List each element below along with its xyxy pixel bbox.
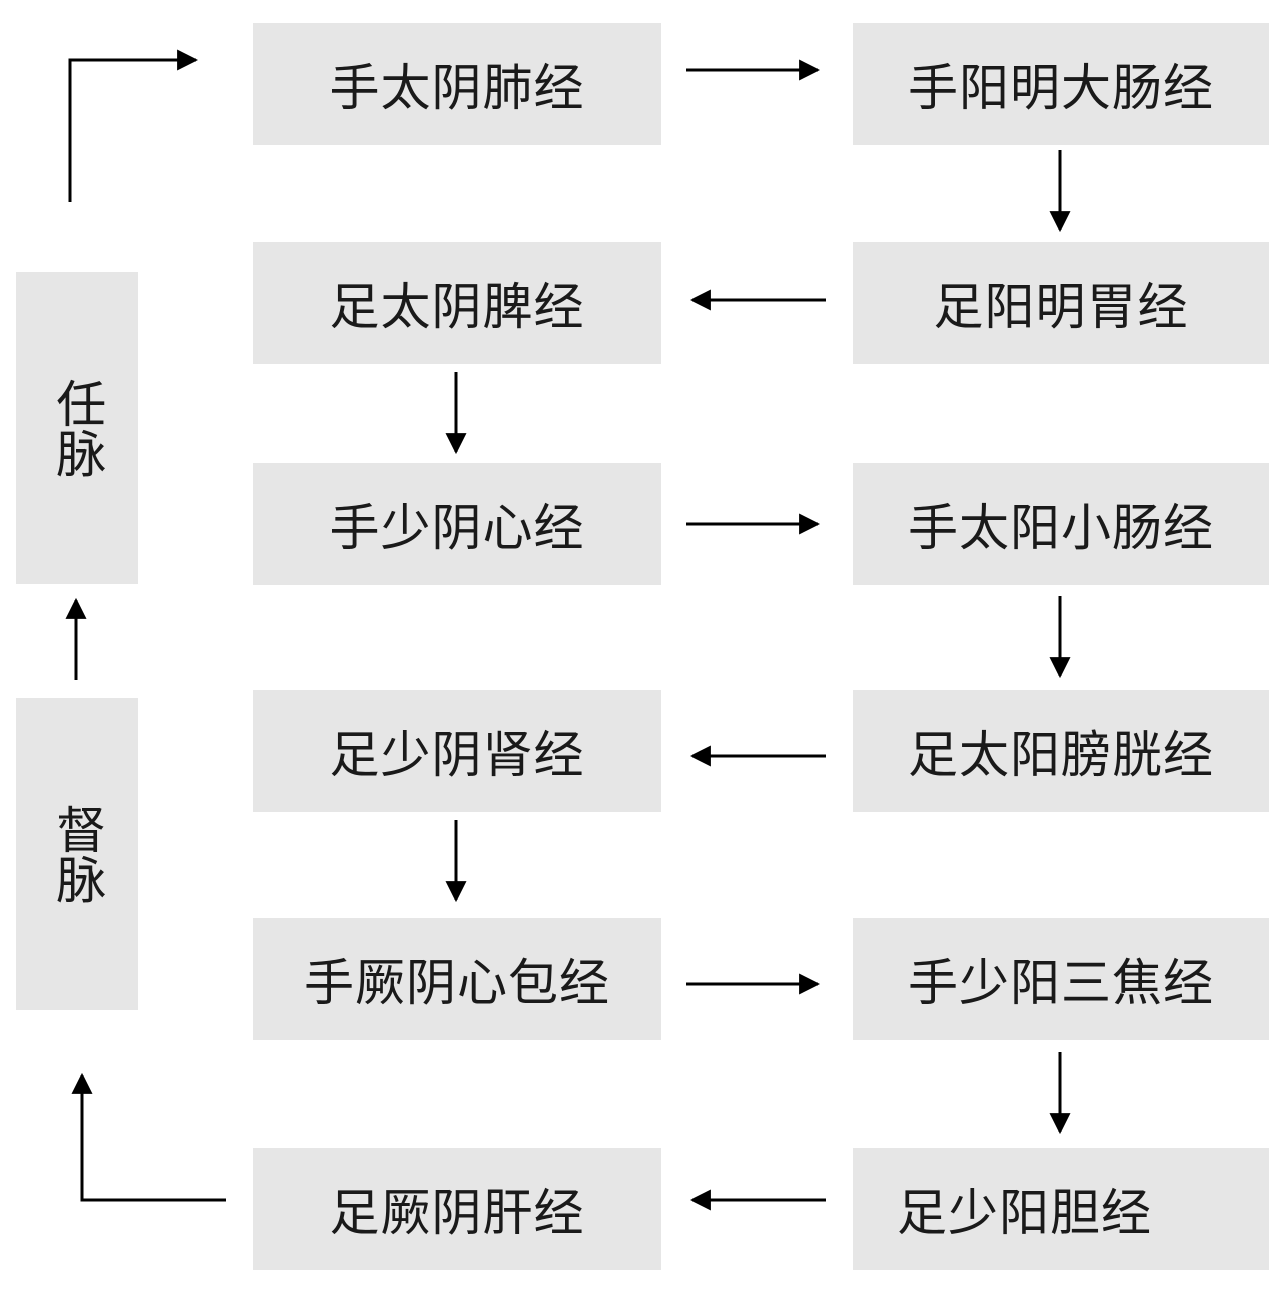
meridian-spleen: 足太阴脾经 [253, 242, 661, 364]
meridian-bladder-label: 足太阳膀胱经 [908, 726, 1214, 784]
meridian-gallbladder-label: 足少阳胆经 [897, 1184, 1152, 1242]
meridian-large-intestine-label: 手阳明大肠经 [908, 59, 1214, 117]
meridian-small-intestine: 手太阳小肠经 [853, 463, 1269, 585]
meridian-liver: 足厥阴肝经 [253, 1148, 661, 1270]
meridian-pericardium-label: 手厥阴心包经 [304, 954, 610, 1012]
vessel-ren: 任脉 [16, 272, 138, 584]
meridian-liver-label: 足厥阴肝经 [329, 1184, 585, 1242]
meridian-lung: 手太阴肺经 [253, 23, 661, 145]
meridian-small-intestine-label: 手太阳小肠经 [908, 499, 1214, 557]
meridian-stomach: 足阳明胃经 [853, 242, 1269, 364]
vessel-du-label: 督脉 [48, 804, 107, 904]
meridian-stomach-label: 足阳明胃经 [933, 278, 1189, 336]
meridian-gallbladder: 足少阳胆经 [853, 1148, 1269, 1270]
meridian-pericardium: 手厥阴心包经 [253, 918, 661, 1040]
meridian-triple-burner-label: 手少阳三焦经 [908, 954, 1214, 1012]
meridian-kidney: 足少阴肾经 [253, 690, 661, 812]
meridian-spleen-label: 足太阴脾经 [329, 278, 585, 336]
meridian-kidney-label: 足少阴肾经 [329, 726, 585, 784]
meridian-bladder: 足太阳膀胱经 [853, 690, 1269, 812]
arrow-ren-to-lung [68, 49, 199, 202]
meridian-lung-label: 手太阴肺经 [329, 59, 585, 117]
vessel-du: 督脉 [16, 698, 138, 1010]
meridian-heart: 手少阴心经 [253, 463, 661, 585]
meridian-triple-burner: 手少阳三焦经 [853, 918, 1269, 1040]
vessel-ren-label: 任脉 [48, 378, 107, 478]
meridian-heart-label: 手少阴心经 [329, 499, 585, 557]
meridian-large-intestine: 手阳明大肠经 [853, 23, 1269, 145]
arrow-liver-to-du [71, 1072, 226, 1202]
